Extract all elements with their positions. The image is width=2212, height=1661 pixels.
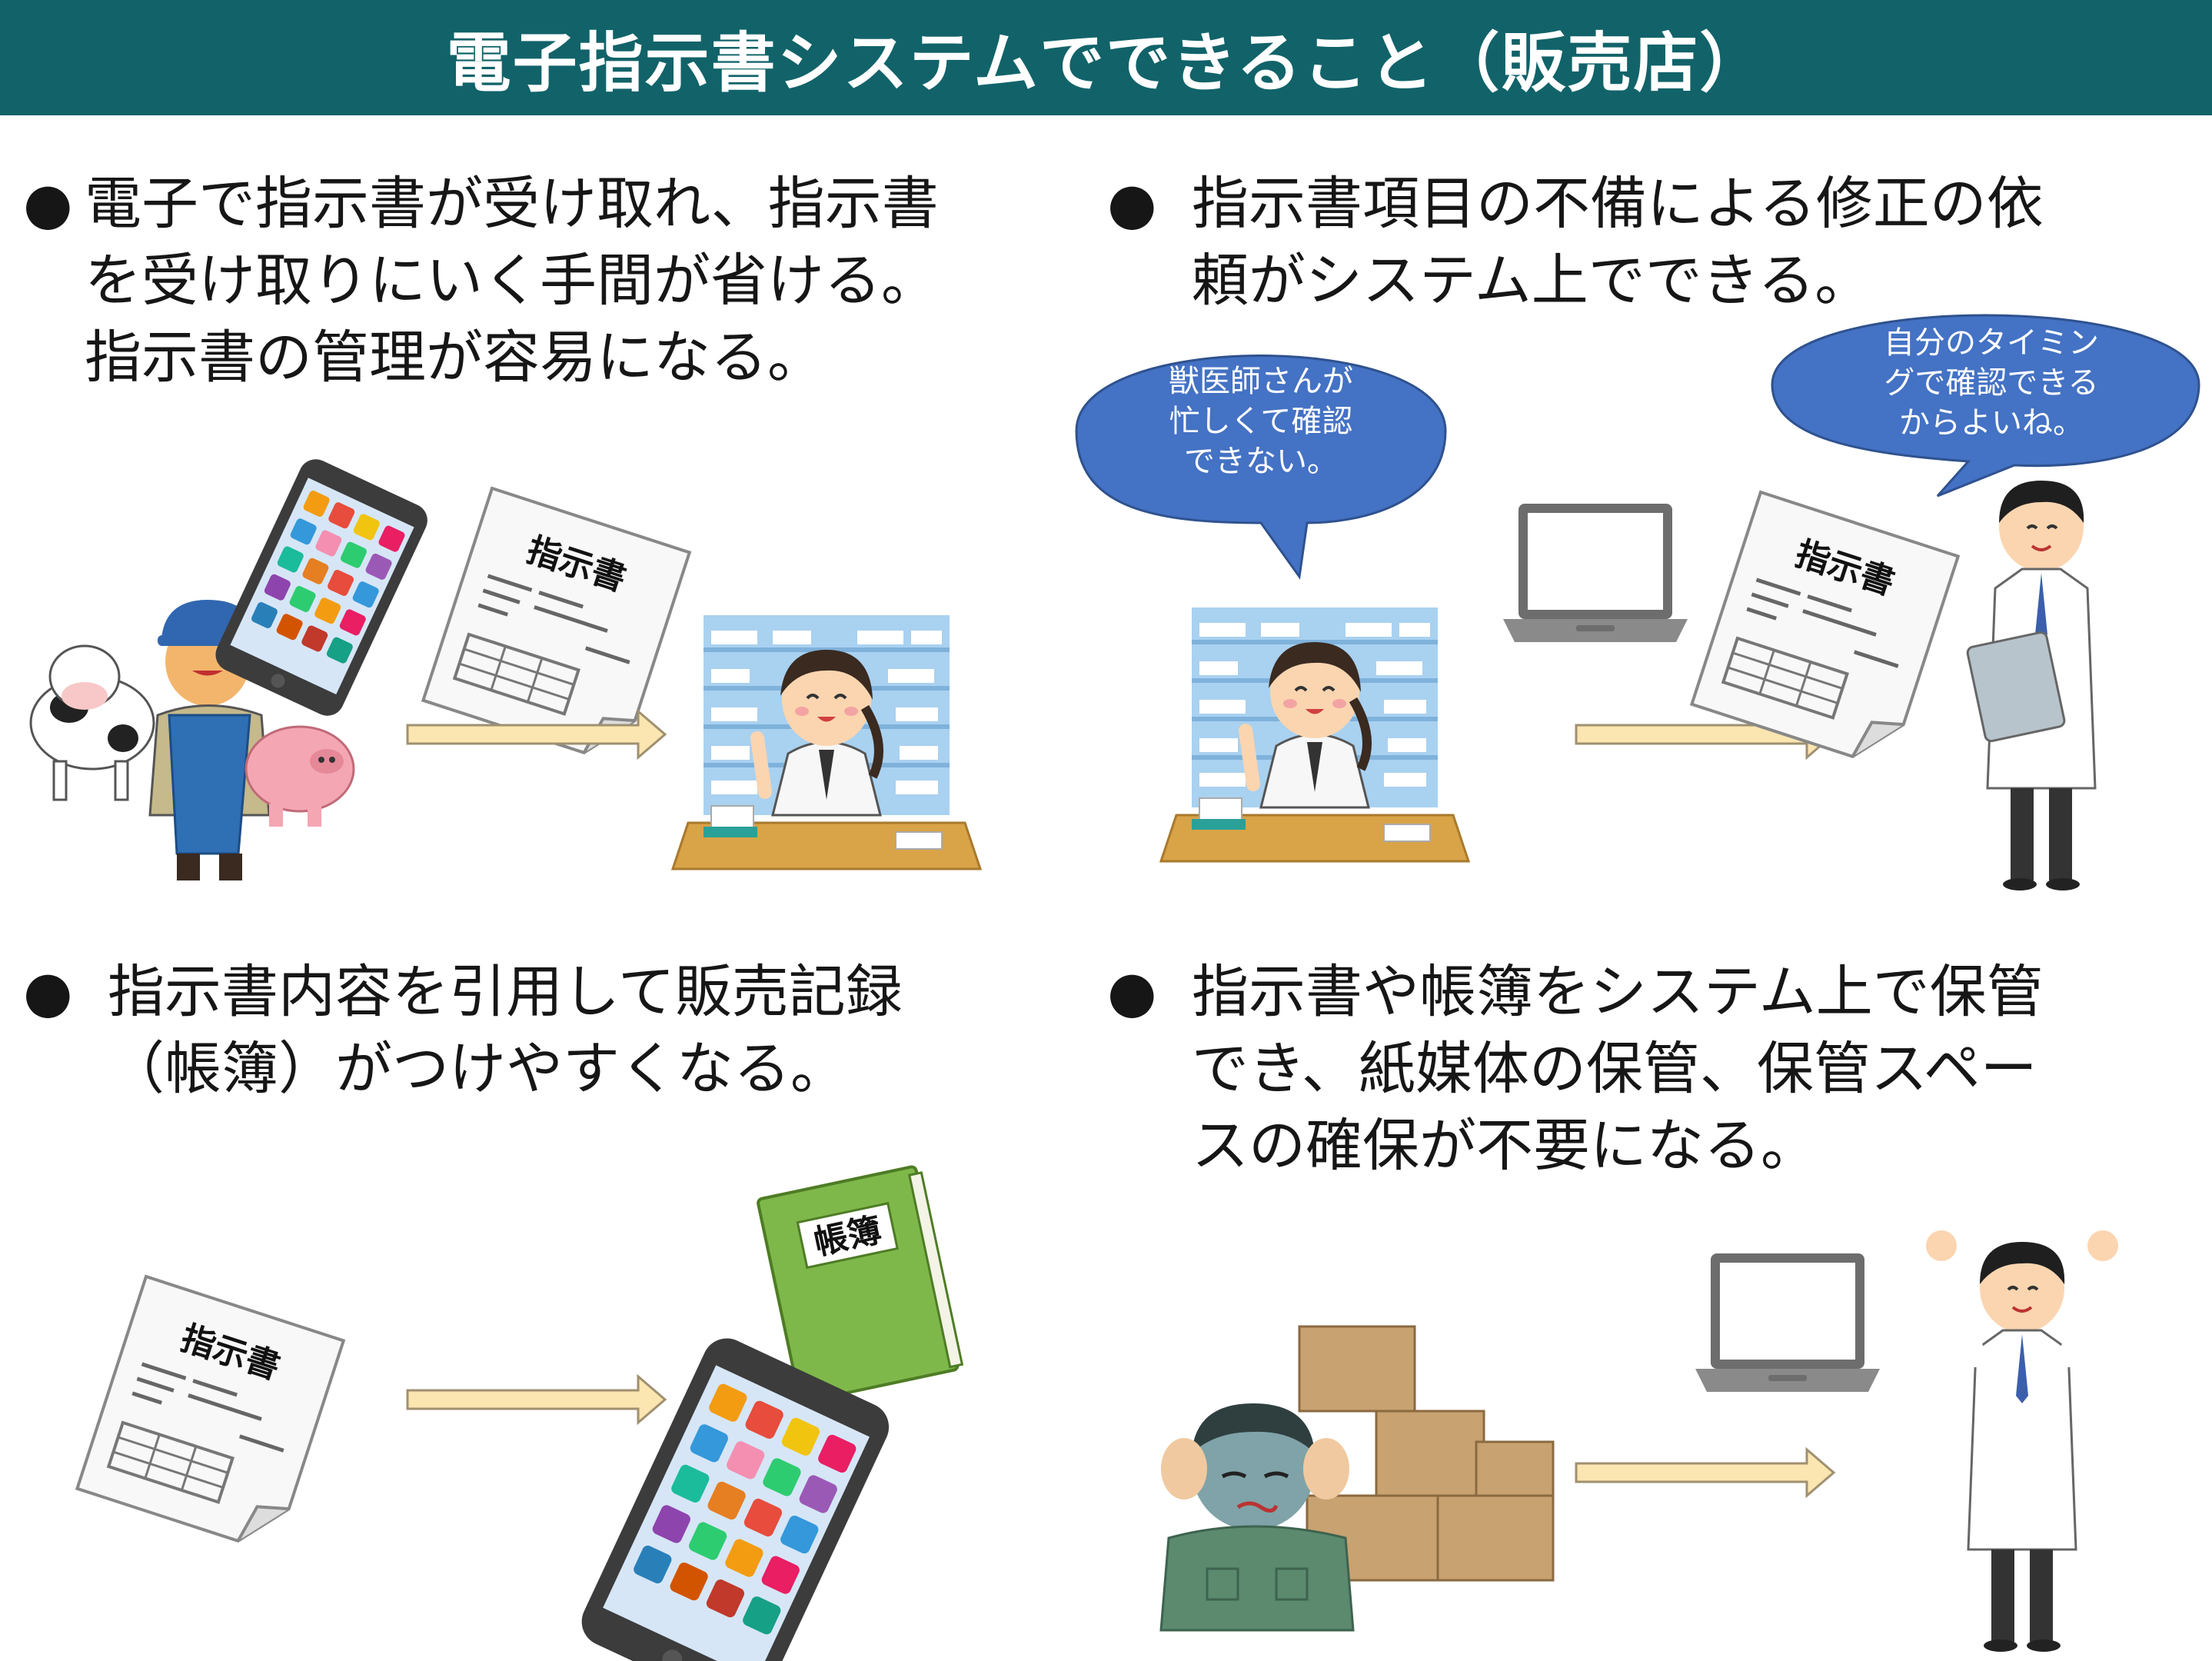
bullet-marker: ● xyxy=(1107,171,1157,237)
page-title: 電子指示書システムでできること（販売店） xyxy=(446,25,1766,101)
instruction-document-illustration: 指示書 xyxy=(1691,492,1958,768)
speech-line: 忙しくて確認 xyxy=(1169,404,1353,439)
cardboard-boxes-illustration xyxy=(1298,1325,1555,1582)
laptop-icon xyxy=(1503,504,1688,642)
speech-line: できない。 xyxy=(1184,444,1338,479)
speech-bubble-own-timing xyxy=(1771,314,2200,498)
bullet-line: でき、紙媒体の保管、保管スペー xyxy=(1192,1036,2037,1102)
bullet-2: ● 指示書項目の不備による修正の依 頼がシステム上でできる。 xyxy=(1107,165,2184,319)
bullet-3: ● 指示書内容を引用して販売記録 （帳簿）がつけやすくなる。 xyxy=(23,954,1084,1107)
bullet-line: 指示書内容を引用して販売記録 xyxy=(108,959,903,1025)
speech-line: 獣医師さんが xyxy=(1169,364,1353,399)
speech-line: からよいね。 xyxy=(1899,405,2084,441)
title-bar: 電子指示書システムでできること（販売店） xyxy=(0,0,2212,115)
bullet-line: 指示書や帳簿をシステム上で保管 xyxy=(1192,959,2044,1025)
bullet-line: 電子で指示書が受け取れ、指示書 xyxy=(85,171,939,237)
speech-text-own-timing: 自分のタイミン グで確認できる からよいね。 xyxy=(1830,323,2153,443)
bullet-line: 指示書項目の不備による修正の依 xyxy=(1192,171,2044,237)
bullet-line: （帳簿）がつけやすくなる。 xyxy=(108,1036,847,1102)
bullet-line: を受け取りにいく手間が省ける。 xyxy=(85,248,938,314)
speech-bubble-vet-busy xyxy=(1075,355,1447,580)
ledger-book-illustration: 帳簿 xyxy=(757,1165,964,1403)
bullet-1: ● 電子で指示書が受け取れ、指示書 を受け取りにいく手間が省ける。 指示書の管理… xyxy=(23,165,1084,396)
instruction-document-illustration: 指示書 xyxy=(77,1277,343,1553)
speech-line: グで確認できる xyxy=(1884,365,2099,401)
speech-text-vet-busy: 獣医師さんが 忙しくて確認 できない。 xyxy=(1107,361,1415,481)
bullet-marker: ● xyxy=(23,171,73,237)
laptop-icon xyxy=(1695,1253,1880,1392)
pharmacist-illustration xyxy=(673,615,980,869)
pharmacist-illustration xyxy=(1161,607,1469,861)
veterinarian-illustration xyxy=(1966,479,2097,892)
bullet-marker: ● xyxy=(1107,959,1157,1025)
bullet-line: 頼がシステム上でできる。 xyxy=(1192,248,1872,314)
arrow-icon xyxy=(406,1375,667,1424)
bullet-marker: ● xyxy=(23,959,73,1025)
speech-line: 自分のタイミン xyxy=(1884,325,2099,361)
bullet-line: スの確保が不要になる。 xyxy=(1192,1113,1818,1179)
instruction-document-illustration: 指示書 xyxy=(423,488,689,764)
bullet-4: ● 指示書や帳簿をシステム上で保管 でき、紙媒体の保管、保管スペー スの確保が不… xyxy=(1107,954,2184,1184)
arrow-icon xyxy=(1575,1448,1835,1497)
bullet-line: 指示書の管理が容易になる。 xyxy=(85,325,824,391)
cheering-veterinarian-illustration xyxy=(1926,1230,2118,1653)
worried-worker-illustration xyxy=(1159,1403,1355,1632)
